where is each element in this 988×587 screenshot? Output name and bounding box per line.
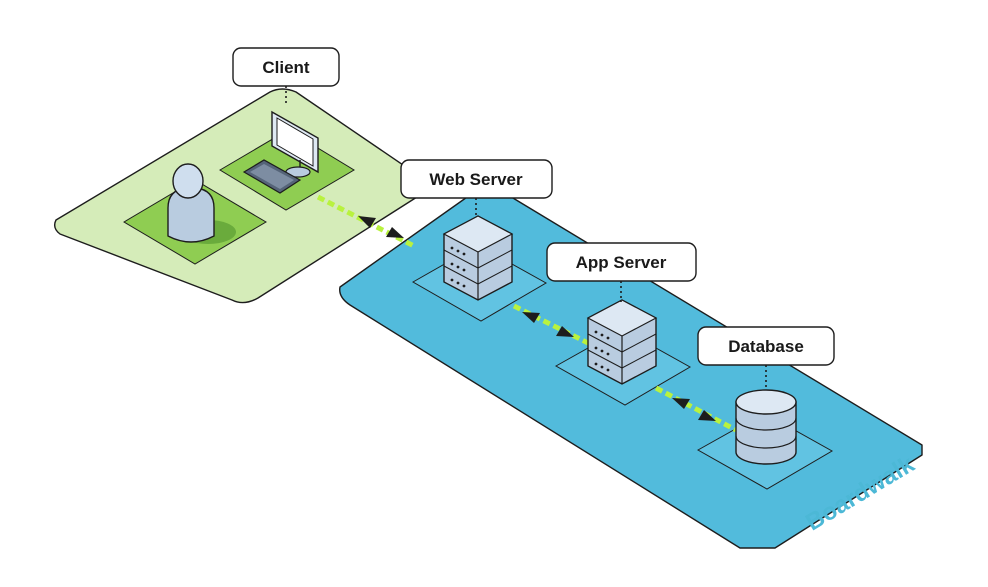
link-web-app <box>512 303 594 348</box>
connection-links <box>316 194 738 433</box>
link-app-db <box>654 385 738 433</box>
web-server-label: Web Server <box>400 159 553 218</box>
link-client-web <box>316 194 416 249</box>
server-icon <box>586 299 658 385</box>
app-server-label: App Server <box>546 242 697 302</box>
database-icon <box>735 389 797 465</box>
keyboard-icon <box>242 159 302 194</box>
web-server-label-text: Web Server <box>429 170 523 189</box>
server-icon <box>442 215 514 301</box>
user-icon <box>167 163 236 244</box>
app-server-label-text: App Server <box>576 253 667 272</box>
client-label-text: Client <box>262 58 310 77</box>
client-label: Client <box>232 47 340 106</box>
database-label-text: Database <box>728 337 804 356</box>
monitor-icon <box>271 110 319 178</box>
database-label: Database <box>697 326 835 388</box>
